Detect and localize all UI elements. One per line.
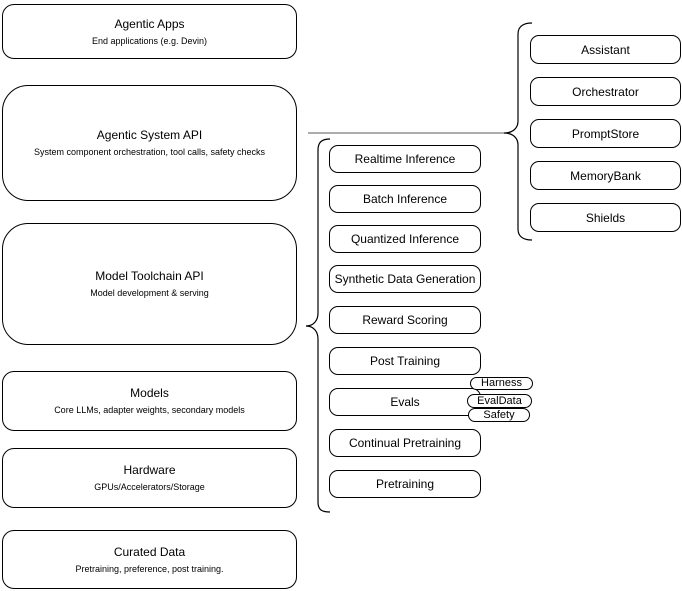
component-memorybank: MemoryBank xyxy=(530,161,681,190)
eval-tag-harness: Harness xyxy=(470,377,533,390)
box-agentic-system-api: Agentic System API System component orch… xyxy=(2,85,297,201)
box-curated-data: Curated Data Pretraining, preference, po… xyxy=(2,530,297,589)
box-subtitle: End applications (e.g. Devin) xyxy=(91,35,208,46)
box-subtitle: Model development & serving xyxy=(90,288,209,298)
box-subtitle: Core LLMs, adapter weights, secondary mo… xyxy=(54,405,245,415)
box-model-toolchain-api: Model Toolchain API Model development & … xyxy=(2,223,297,345)
box-subtitle: System component orchestration, tool cal… xyxy=(33,147,266,157)
box-title: Models xyxy=(130,386,169,400)
component-orchestrator: Orchestrator xyxy=(530,77,681,106)
box-title: Agentic Apps xyxy=(114,16,185,31)
box-title: Model Toolchain API xyxy=(95,269,204,283)
components-brace xyxy=(503,22,533,241)
box-agentic-apps: Agentic Apps End applications (e.g. Devi… xyxy=(2,4,297,59)
toolchain-item-reward-scoring: Reward Scoring xyxy=(329,306,481,334)
eval-tag-safety: Safety xyxy=(468,408,530,422)
box-subtitle: GPUs/Accelerators/Storage xyxy=(94,482,205,492)
toolchain-brace xyxy=(305,138,331,513)
box-subtitle: Pretraining, preference, post training. xyxy=(75,563,224,574)
toolchain-item-synthetic-data-generation: Synthetic Data Generation xyxy=(329,265,481,293)
component-promptstore: PromptStore xyxy=(530,119,681,148)
box-hardware: Hardware GPUs/Accelerators/Storage xyxy=(2,448,297,508)
box-title: Hardware xyxy=(123,463,176,477)
toolchain-item-batch-inference: Batch Inference xyxy=(329,185,481,213)
box-title: Curated Data xyxy=(113,544,186,559)
component-assistant: Assistant xyxy=(530,35,681,64)
box-title: Agentic System API xyxy=(96,128,203,142)
toolchain-item-quantized-inference: Quantized Inference xyxy=(329,225,481,253)
component-shields: Shields xyxy=(530,203,681,232)
eval-tag-evaldata: EvalData xyxy=(467,394,532,408)
toolchain-item-post-training: Post Training xyxy=(329,347,481,375)
toolchain-item-realtime-inference: Realtime Inference xyxy=(329,145,481,173)
toolchain-item-pretraining: Pretraining xyxy=(329,470,481,498)
toolchain-item-continual-pretraining: Continual Pretraining xyxy=(329,429,481,457)
toolchain-item-evals: Evals xyxy=(329,388,481,416)
box-models: Models Core LLMs, adapter weights, secon… xyxy=(2,371,297,431)
